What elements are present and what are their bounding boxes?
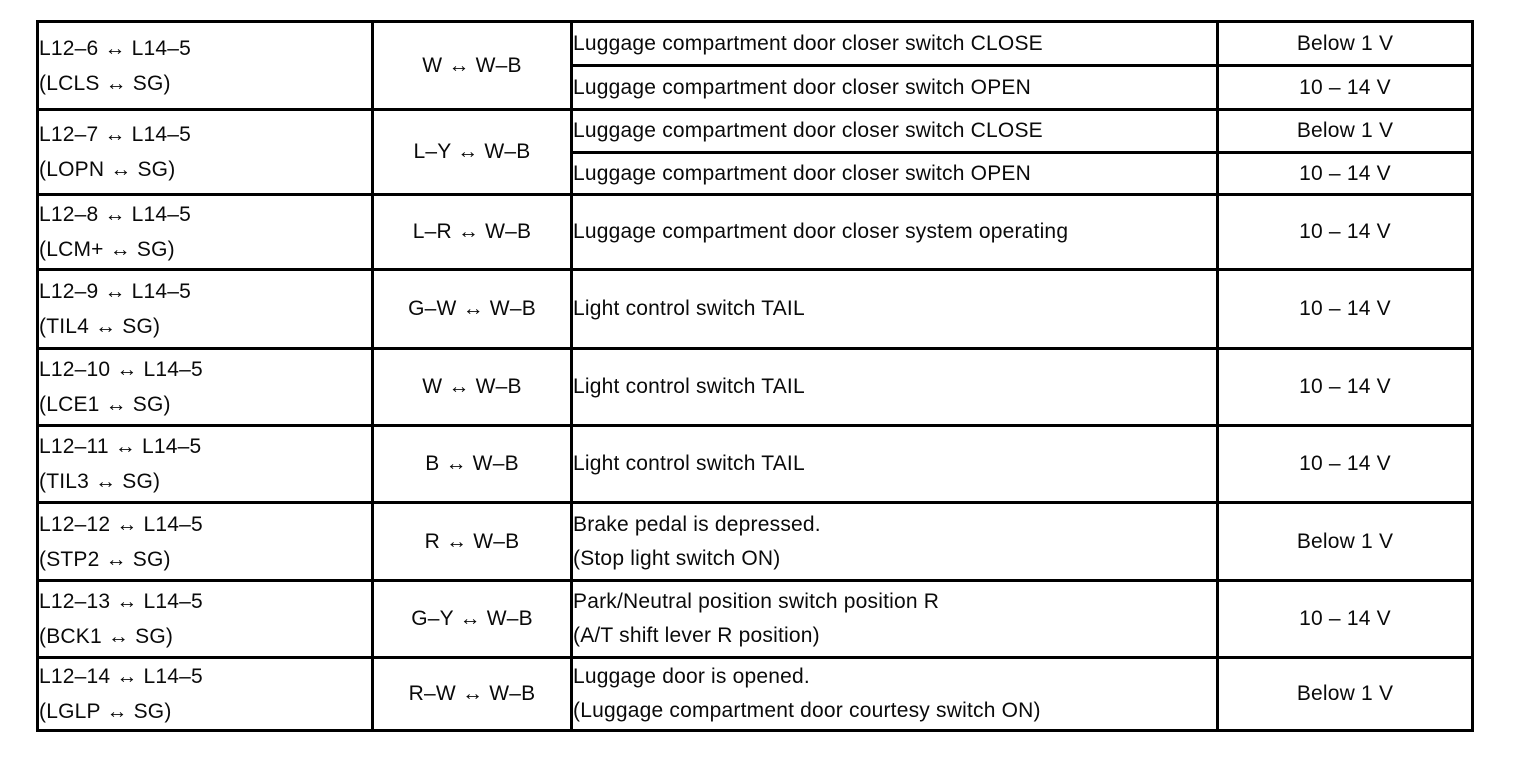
terminal-cell: L12–9 ↔ L14–5 (TIL4 ↔ SG) — [36, 268, 374, 350]
terminal-pair: L12–7 ↔ L14–5 — [39, 123, 192, 146]
wire-color-cell: G–W ↔ W–B — [371, 268, 573, 350]
voltage-cell: Below 1 V — [1216, 20, 1474, 67]
condition-line: (Stop light switch ON) — [573, 546, 781, 570]
condition-cell: Light control switch TAIL — [570, 347, 1219, 427]
terminal-signal: (BCK1 ↔ SG) — [39, 625, 174, 648]
terminal-signal: (LCM+ ↔ SG) — [39, 238, 175, 261]
condition-line: Park/Neutral position switch position R — [573, 590, 940, 613]
condition-cell: Park/Neutral position switch position R … — [570, 579, 1219, 659]
condition-cell: Luggage compartment door closer switch O… — [570, 151, 1219, 196]
table-row: Luggage compartment door closer switch O… — [38, 151, 1474, 196]
condition-cell: Brake pedal is depressed. (Stop light sw… — [570, 501, 1219, 582]
terminal-cell: L12–12 ↔ L14–5 (STP2 ↔ SG) — [36, 501, 374, 582]
wire-color-cell: L–Y ↔ W–B — [371, 108, 573, 196]
terminal-signal: (LCLS ↔ SG) — [39, 71, 171, 95]
table-row: L12–14 ↔ L14–5 (LGLP ↔ SG) R–W ↔ W–B Lug… — [36, 656, 1474, 732]
table-row: L12–11 ↔ L14–5 (TIL3 ↔ SG) B ↔ W–B Light… — [36, 424, 1474, 504]
terminal-cell: L12–13 ↔ L14–5 (BCK1 ↔ SG) — [36, 579, 374, 659]
terminal-cell: L12–10 ↔ L14–5 (LCE1 ↔ SG) — [36, 347, 374, 427]
terminal-cell: L12–7 ↔ L14–5 (LOPN ↔ SG) — [36, 108, 374, 196]
condition-line: (A/T shift lever R position) — [573, 624, 820, 647]
terminal-signal: (LGLP ↔ SG) — [39, 700, 172, 723]
wire-color-cell: R–W ↔ W–B — [371, 656, 573, 732]
terminal-pair: L12–13 ↔ L14–5 — [39, 590, 203, 613]
terminal-signal: (TIL4 ↔ SG) — [39, 315, 161, 338]
terminal-signal: (LCE1 ↔ SG) — [39, 393, 171, 416]
condition-cell: Luggage compartment door closer switch C… — [570, 108, 1219, 154]
wire-color-cell: R ↔ W–B — [371, 501, 573, 582]
voltage-cell: 10 – 14 V — [1216, 193, 1474, 271]
condition-line: Brake pedal is depressed. — [573, 512, 821, 536]
voltage-cell: Below 1 V — [1216, 108, 1474, 154]
voltage-cell: 10 – 14 V — [1216, 424, 1474, 504]
terminal-cell: L12–8 ↔ L14–5 (LCM+ ↔ SG) — [36, 193, 374, 271]
condition-cell: Luggage compartment door closer system o… — [570, 193, 1219, 271]
voltage-cell: Below 1 V — [1216, 501, 1474, 582]
condition-line: Luggage door is opened. — [573, 665, 810, 688]
terminal-pair: L12–6 ↔ L14–5 — [39, 36, 192, 60]
wire-color-cell: L–R ↔ W–B — [371, 193, 573, 271]
condition-cell: Light control switch TAIL — [570, 424, 1219, 504]
table-row: Luggage compartment door closer switch O… — [38, 64, 1474, 111]
table-row: L12–12 ↔ L14–5 (STP2 ↔ SG) R ↔ W–B Brake… — [36, 501, 1474, 582]
terminal-cell: L12–11 ↔ L14–5 (TIL3 ↔ SG) — [36, 424, 374, 504]
voltage-cell: 10 – 14 V — [1216, 347, 1474, 427]
table-row: L12–9 ↔ L14–5 (TIL4 ↔ SG) G–W ↔ W–B Ligh… — [36, 268, 1474, 350]
voltage-cell: 10 – 14 V — [1216, 151, 1474, 196]
condition-cell: Luggage door is opened. (Luggage compart… — [570, 656, 1219, 732]
terminal-pair: L12–9 ↔ L14–5 — [39, 280, 192, 303]
voltage-cell: 10 – 14 V — [1216, 579, 1474, 659]
wire-color-cell: W ↔ W–B — [371, 20, 573, 111]
table-row: L12–10 ↔ L14–5 (LCE1 ↔ SG) W ↔ W–B Light… — [36, 347, 1474, 427]
wire-color-cell: G–Y ↔ W–B — [371, 579, 573, 659]
terminal-signal: (LOPN ↔ SG) — [39, 158, 176, 181]
terminal-pair: L12–10 ↔ L14–5 — [39, 358, 203, 381]
condition-cell: Luggage compartment door closer switch O… — [570, 64, 1219, 111]
terminal-signal: (STP2 ↔ SG) — [39, 547, 171, 571]
wire-color-cell: W ↔ W–B — [371, 347, 573, 427]
condition-cell: Light control switch TAIL — [570, 268, 1219, 350]
terminal-pair: L12–11 ↔ L14–5 — [39, 435, 202, 458]
terminal-pair: L12–12 ↔ L14–5 — [39, 512, 203, 536]
table-row: L12–13 ↔ L14–5 (BCK1 ↔ SG) G–Y ↔ W–B Par… — [36, 579, 1474, 659]
table-row: L12–7 ↔ L14–5 (LOPN ↔ SG) L–Y ↔ W–B Lugg… — [36, 108, 1474, 196]
voltage-cell: 10 – 14 V — [1216, 268, 1474, 350]
voltage-cell: 10 – 14 V — [1216, 64, 1474, 111]
condition-line: (Luggage compartment door courtesy switc… — [573, 699, 1041, 722]
voltage-cell: Below 1 V — [1216, 656, 1474, 732]
table-row: L12–8 ↔ L14–5 (LCM+ ↔ SG) L–R ↔ W–B Lugg… — [36, 193, 1474, 271]
terminal-signal: (TIL3 ↔ SG) — [39, 470, 161, 493]
terminal-pair: L12–8 ↔ L14–5 — [39, 203, 192, 226]
wire-color-cell: B ↔ W–B — [371, 424, 573, 504]
condition-cell: Luggage compartment door closer switch C… — [570, 20, 1219, 67]
terminal-voltage-table: L12–6 ↔ L14–5 (LCLS ↔ SG) W ↔ W–B Luggag… — [36, 20, 1474, 732]
terminal-cell: L12–14 ↔ L14–5 (LGLP ↔ SG) — [36, 656, 374, 732]
table-row: L12–6 ↔ L14–5 (LCLS ↔ SG) W ↔ W–B Luggag… — [36, 20, 1474, 111]
terminal-cell: L12–6 ↔ L14–5 (LCLS ↔ SG) — [36, 20, 374, 111]
terminal-pair: L12–14 ↔ L14–5 — [39, 665, 203, 688]
